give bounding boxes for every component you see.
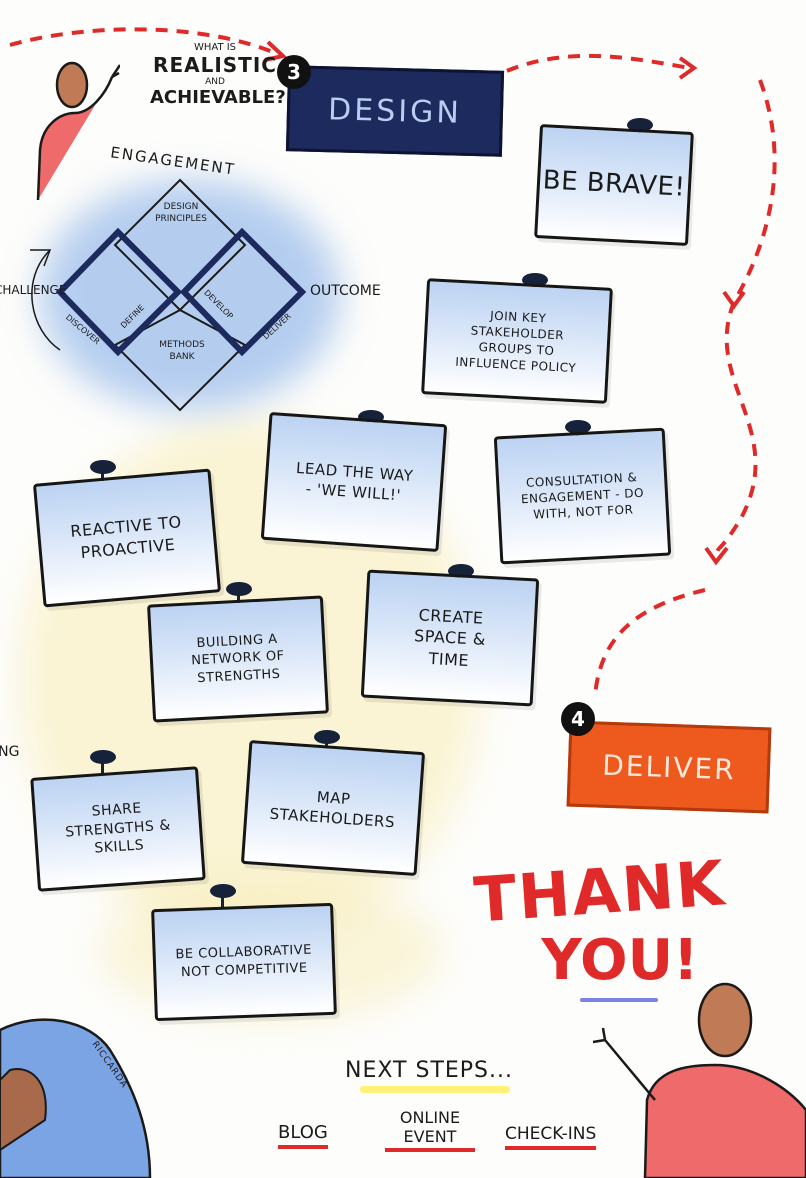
note-lead-the-way-text: LEAD THE WAY - 'WE WILL!' (295, 458, 414, 505)
pin-icon (90, 460, 116, 484)
deliver-stage-banner: DELIVER (566, 720, 772, 814)
dashed-arrow-head-top (264, 40, 288, 62)
note-be-collaborative: BE COLLABORATIVE NOT COMPETITIVE (151, 902, 337, 1022)
thank-you-line-1: THANK (471, 846, 729, 937)
next-step-check-ins: CHECK-INS (505, 1124, 597, 1150)
next-step-blog-label: BLOG (278, 1122, 328, 1143)
challenge-label: CHALLENGE (0, 283, 67, 297)
double-diamond-diagram (30, 178, 307, 412)
note-lead-the-way: LEAD THE WAY - 'WE WILL!' (260, 411, 448, 553)
stage-4-number: 4 (571, 707, 585, 731)
pin-icon (314, 730, 340, 754)
note-be-brave: BE BRAVE! (534, 124, 694, 246)
note-building-network: BUILDING A NETWORK OF STRENGTHS (147, 595, 329, 723)
next-step-online-event-label: ONLINE EVENT (399, 1108, 461, 1147)
thank-you-line-2: YOU! (541, 928, 699, 993)
stage-3-number-badge: 3 (277, 55, 311, 89)
note-building-network-text: BUILDING A NETWORK OF STRENGTHS (190, 631, 286, 686)
deliver-stage-label: DELIVER (601, 748, 737, 786)
next-steps-highlight (360, 1086, 510, 1093)
note-reactive: REACTIVE TO PROACTIVE (32, 468, 222, 608)
question-line-3: AND (205, 77, 225, 87)
illustrator-hand-figure (0, 1018, 152, 1178)
question-block: WHAT IS REALISTIC AND ACHIEVABLE? (150, 42, 286, 108)
stage-3-number: 3 (287, 60, 301, 84)
design-stage-label: DESIGN (327, 91, 463, 131)
dashed-arrow-right (487, 53, 691, 82)
design-principles-cell: DESIGN PRINCIPLES (155, 202, 207, 224)
next-steps-title: NEXT STEPS... (345, 1058, 513, 1083)
dashed-arrow-head-right (678, 56, 698, 80)
next-step-blog: BLOG (278, 1122, 328, 1149)
thank-you-underline (580, 998, 658, 1002)
note-reactive-text: REACTIVE TO PROACTIVE (69, 512, 183, 563)
dashed-arrow-head-mid (722, 290, 746, 310)
dashed-line-down (713, 79, 777, 561)
question-line-1: WHAT IS (193, 42, 237, 53)
methods-bank-cell: METHODS BANK (159, 340, 205, 362)
dashed-line-to-deliver (593, 588, 706, 696)
next-step-online-event: ONLINE EVENT (385, 1108, 475, 1153)
dashed-arrow-top (9, 27, 281, 57)
note-join-key: JOIN KEY STAKEHOLDER GROUPS TO INFLUENCE… (421, 278, 613, 404)
stage-4-number-badge: 4 (561, 702, 595, 736)
pin-icon (226, 582, 252, 606)
note-consultation: CONSULTATION & ENGAGEMENT - DO WITH, NOT… (493, 427, 672, 565)
person-pointing-figure (36, 61, 120, 201)
note-be-brave-text: BE BRAVE! (542, 165, 687, 204)
note-share-strengths-text: SHARE STRENGTHS & SKILLS (64, 799, 172, 858)
next-step-check-ins-label: CHECK-INS (505, 1124, 597, 1144)
dashed-arrow-head-low (704, 546, 729, 566)
outcome-label: OUTCOME (310, 283, 381, 299)
note-create-space-text: CREATE SPACE & TIME (413, 604, 487, 670)
thank-you-heading: THANK YOU! (470, 846, 730, 993)
person-pointing-figure (592, 982, 806, 1178)
pin-icon (210, 884, 236, 908)
question-line-2: REALISTIC (153, 53, 277, 77)
note-join-key-text: JOIN KEY STAKEHOLDER GROUPS TO INFLUENCE… (454, 308, 577, 376)
note-map-stakeholders: MAP STAKEHOLDERS (240, 740, 426, 876)
note-map-stakeholders-text: MAP STAKEHOLDERS (269, 787, 396, 832)
edge-text: ING (0, 744, 20, 760)
note-consultation-text: CONSULTATION & ENGAGEMENT - DO WITH, NOT… (520, 469, 645, 522)
note-share-strengths: SHARE STRENGTHS & SKILLS (30, 766, 206, 892)
note-be-collaborative-text: BE COLLABORATIVE NOT COMPETITIVE (175, 943, 313, 981)
question-line-4: ACHIEVABLE? (150, 87, 286, 108)
pin-icon (90, 750, 116, 774)
design-stage-banner: DESIGN (285, 65, 505, 157)
note-create-space: CREATE SPACE & TIME (360, 569, 540, 707)
